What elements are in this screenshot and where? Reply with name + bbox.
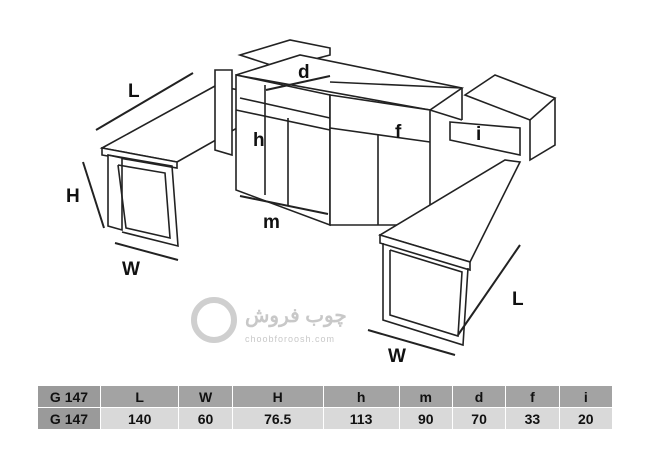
value-cell: 33 xyxy=(505,407,560,430)
header-cell: f xyxy=(505,385,560,408)
value-cell: 20 xyxy=(558,407,614,430)
label-h: h xyxy=(253,130,265,151)
furniture-dimension-diagram: L H W d h m f i L W xyxy=(66,39,557,367)
label-W-right: W xyxy=(388,346,406,367)
value-cell: 140 xyxy=(99,407,180,430)
watermark-text: چوب فروش xyxy=(245,305,347,328)
header-cell: W xyxy=(178,385,233,408)
value-cell: 76.5 xyxy=(231,407,324,430)
header-cell: h xyxy=(322,385,400,408)
value-cell: 113 xyxy=(322,407,400,430)
header-cell: L xyxy=(99,385,180,408)
right-back-desk xyxy=(463,74,557,121)
value-cell: 70 xyxy=(451,407,507,430)
label-L-right: L xyxy=(512,289,524,310)
header-cell: i xyxy=(558,385,614,408)
label-f: f xyxy=(395,122,402,143)
label-m: m xyxy=(263,212,280,233)
label-H: H xyxy=(66,186,80,207)
watermark-url: choobforoosh.com xyxy=(245,334,335,344)
header-cell: H xyxy=(231,385,324,408)
cabinet-unit xyxy=(235,54,465,227)
label-W-left: W xyxy=(122,259,140,280)
value-cell: G 147 xyxy=(37,407,101,430)
label-L-left: L xyxy=(128,81,140,102)
label-d: d xyxy=(298,62,310,83)
value-cell: 90 xyxy=(398,407,453,430)
table-row: G 147 140 60 76.5 113 90 70 33 20 xyxy=(37,407,614,430)
label-i: i xyxy=(476,124,481,145)
watermark-logo: چوب فروش choobforoosh.com xyxy=(191,297,347,344)
right-front-desk xyxy=(378,121,522,347)
table-header-row: G 147 L W H h m d f i xyxy=(37,385,614,408)
dimensions-table: G 147 L W H h m d f i G 147 140 60 76.5 … xyxy=(37,385,614,430)
header-cell: d xyxy=(451,385,507,408)
header-cell: G 147 xyxy=(37,385,101,408)
header-cell: m xyxy=(398,385,453,408)
value-cell: 60 xyxy=(178,407,233,430)
watermark-logo-icon xyxy=(191,297,237,343)
